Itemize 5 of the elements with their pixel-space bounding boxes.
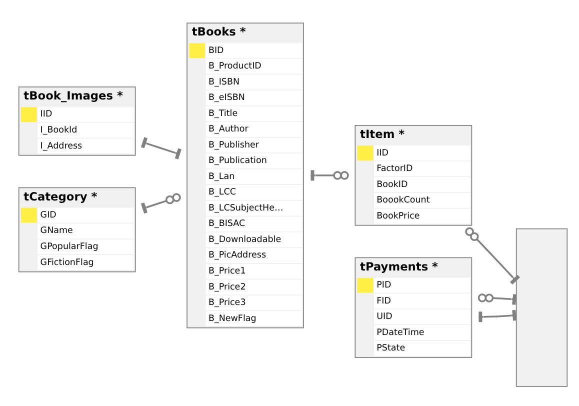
connector <box>140 193 181 214</box>
connector <box>140 137 182 160</box>
connector <box>478 294 517 305</box>
node-box <box>516 228 568 387</box>
connector <box>465 227 520 285</box>
